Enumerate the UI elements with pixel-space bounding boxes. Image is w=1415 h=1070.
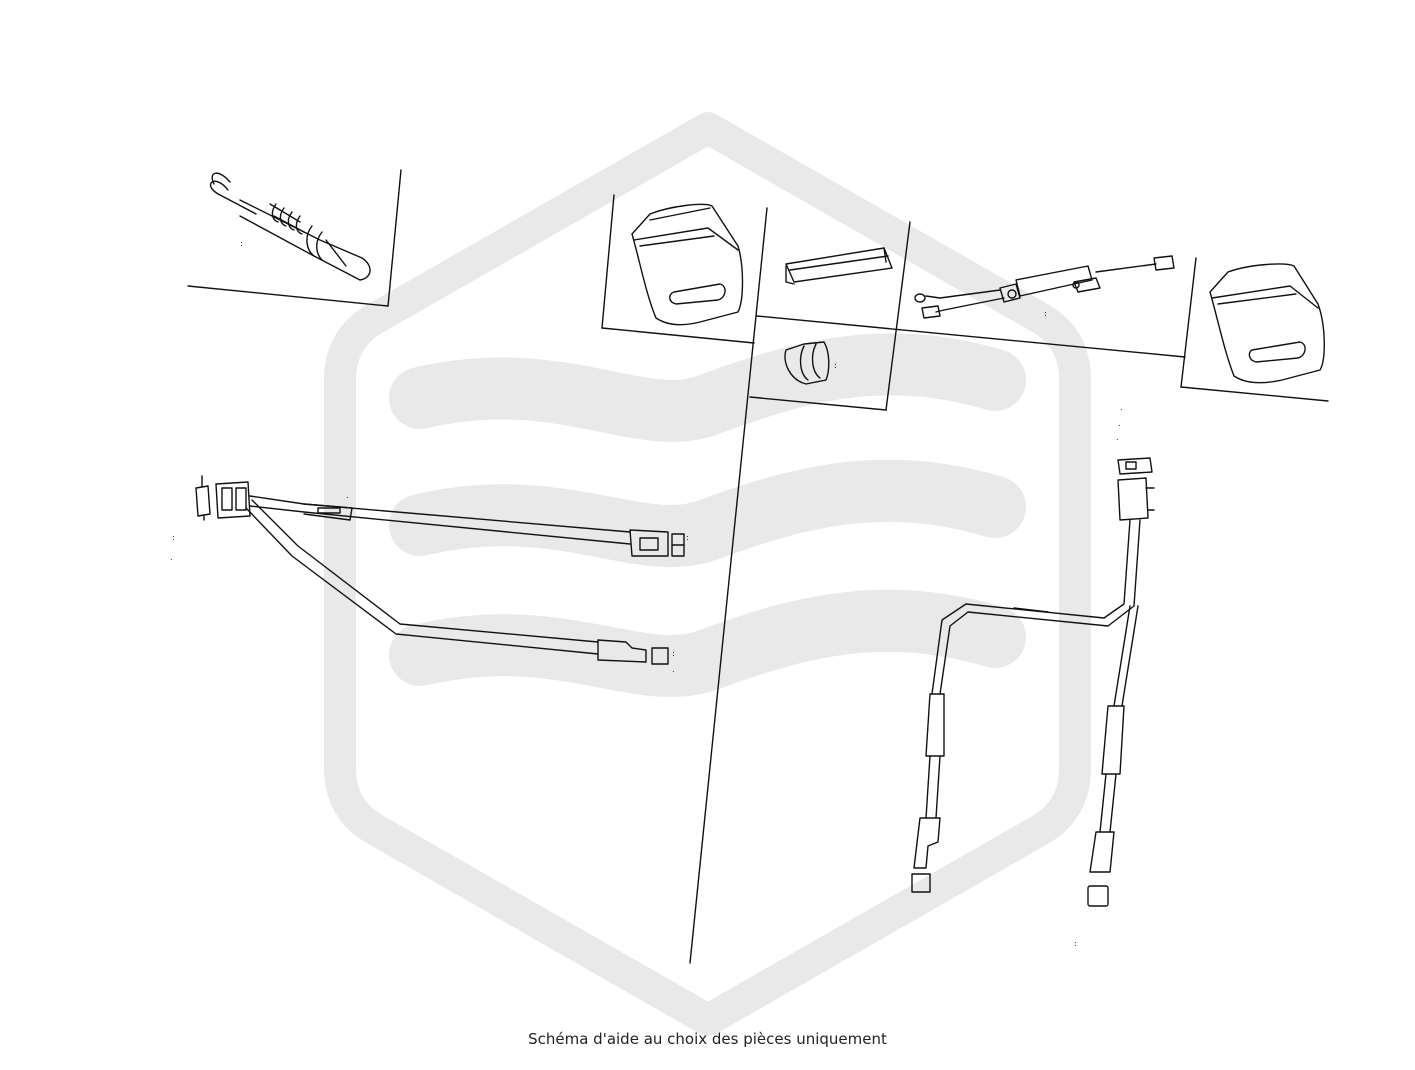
- gas-strut-cable-icon: :: [914, 255, 1175, 319]
- svg-text:.: .: [672, 665, 675, 674]
- svg-text::: :: [240, 239, 243, 248]
- svg-text:.: .: [1120, 403, 1123, 412]
- svg-text:.: .: [1116, 433, 1119, 442]
- svg-text::: :: [1044, 309, 1047, 318]
- panel-border: [601, 194, 615, 329]
- panel-border: [885, 221, 911, 411]
- tailgate-panel-icon: [1209, 263, 1325, 384]
- svg-text:.: .: [1118, 419, 1121, 428]
- svg-text::: :: [834, 361, 837, 370]
- svg-text::: :: [1074, 939, 1077, 948]
- panel-border: [387, 169, 402, 307]
- svg-text:.: .: [346, 491, 349, 500]
- svg-text::: :: [686, 533, 689, 542]
- panel-border: [689, 207, 768, 964]
- panel-border: [601, 327, 755, 344]
- panel-border: [1180, 386, 1329, 402]
- spring-pin-icon: :: [209, 172, 371, 281]
- panel-border: [187, 285, 389, 307]
- panel-border: [756, 315, 1186, 358]
- cable-clip-icon: :: [784, 341, 837, 385]
- svg-text::: :: [672, 649, 675, 658]
- panel-border: [1180, 257, 1197, 388]
- svg-text:.: .: [170, 553, 173, 562]
- trim-rail-icon: [785, 247, 893, 285]
- panel-border: [749, 396, 887, 411]
- tailgate-panel-icon: [631, 203, 744, 326]
- diagram-caption: Schéma d'aide au choix des pièces unique…: [528, 1030, 887, 1048]
- hexagon-logo-watermark: [324, 112, 1091, 1036]
- wiring-harness-icon: : . . : : .: [170, 475, 689, 674]
- svg-text::: :: [172, 533, 175, 542]
- wiring-harness-icon: . . . :: [911, 403, 1155, 948]
